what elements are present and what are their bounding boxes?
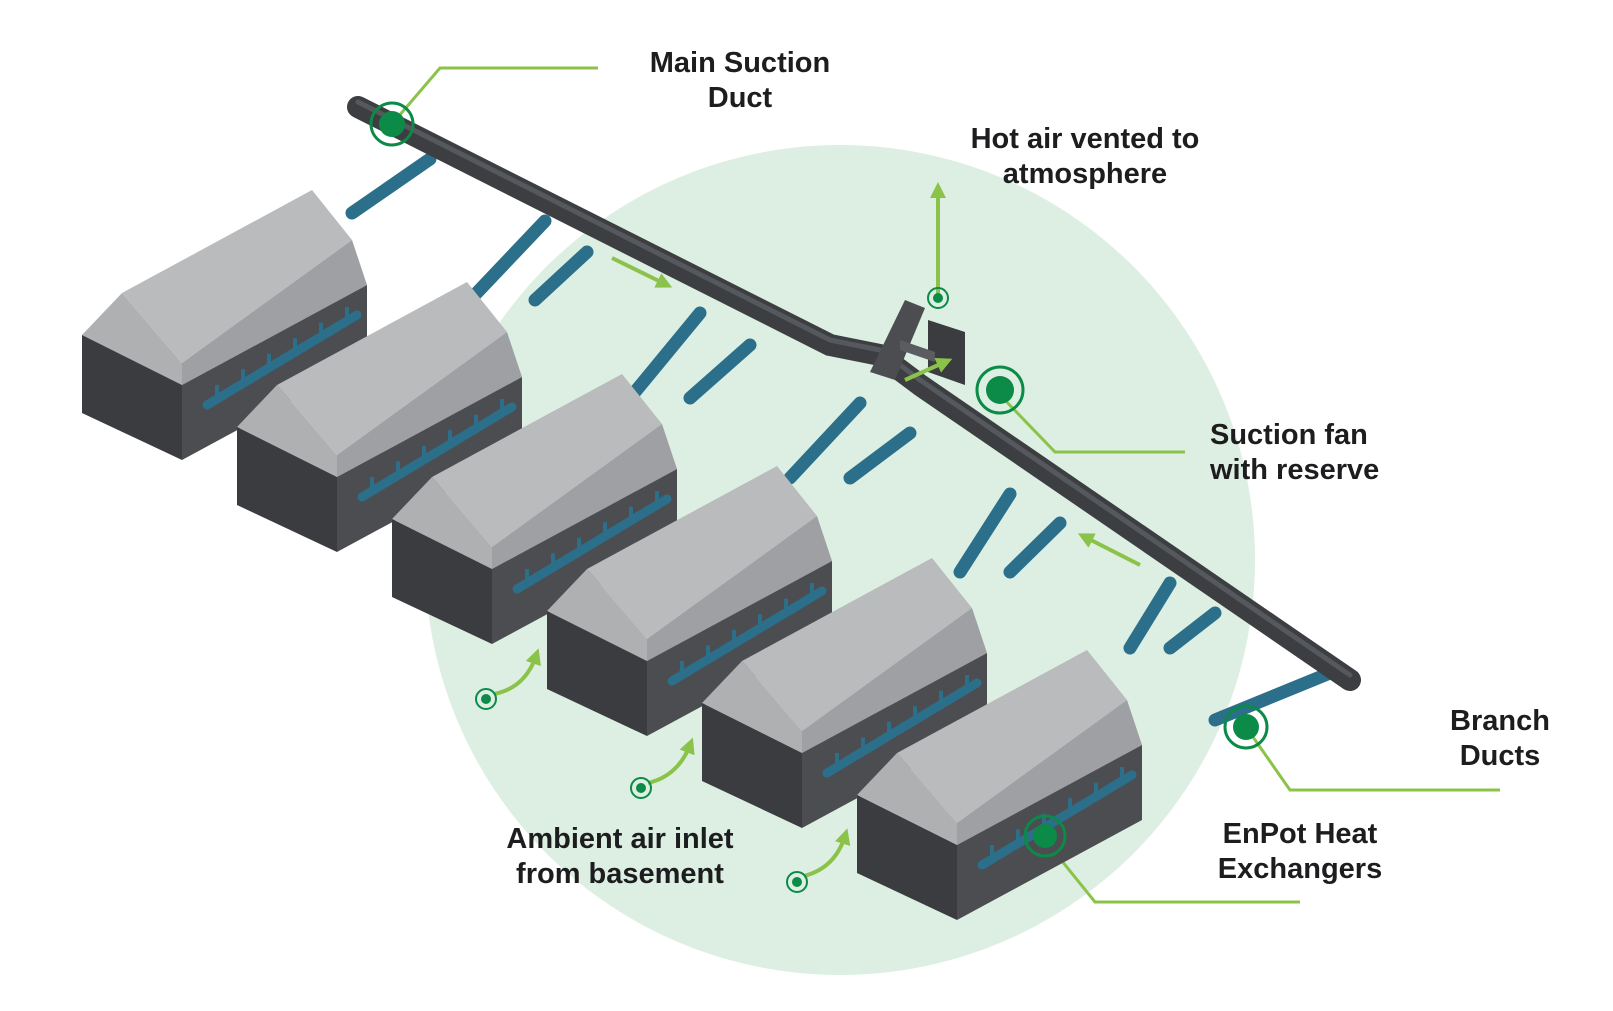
housing-gable bbox=[392, 477, 492, 569]
label-line: Ambient air inlet bbox=[506, 823, 734, 855]
label-line: Main Suction bbox=[649, 47, 831, 79]
heat-exchanger-pipe bbox=[512, 494, 672, 594]
heat-exchanger-pipe bbox=[822, 678, 982, 778]
suction-fan-label: Suction fan with reserve bbox=[1210, 418, 1440, 488]
curved-inlet-arrow-icon bbox=[647, 737, 695, 785]
label-line: atmosphere bbox=[1002, 158, 1168, 190]
label-line: Hot air vented to bbox=[970, 123, 1200, 155]
enpot-housing bbox=[392, 374, 677, 644]
housing-front bbox=[857, 795, 957, 920]
enpot-housing bbox=[547, 466, 832, 736]
branch-duct bbox=[623, 306, 707, 405]
branch-duct bbox=[528, 245, 594, 307]
target-marker-icon bbox=[927, 287, 949, 309]
target-marker-icon bbox=[1223, 704, 1269, 750]
housings bbox=[82, 190, 1142, 920]
branch-ducts bbox=[345, 152, 1337, 727]
curved-inlet-arrow-icon bbox=[493, 648, 541, 696]
housing-gable bbox=[857, 753, 957, 845]
callout-lines bbox=[390, 66, 1500, 904]
suction-fan-callout-line bbox=[998, 393, 1185, 454]
heat-exchanger-pipe bbox=[357, 402, 517, 502]
housing-gable bbox=[237, 385, 337, 477]
housing-gable bbox=[702, 661, 802, 753]
housing-roof bbox=[742, 558, 972, 731]
housing-front bbox=[237, 427, 337, 552]
housing-gable bbox=[547, 569, 647, 661]
housing-roof bbox=[432, 374, 662, 547]
ambient-air-label: Ambient air inlet from basement bbox=[470, 822, 770, 892]
curved-inlet-arrow-icon bbox=[803, 828, 851, 878]
housing-front bbox=[702, 703, 802, 828]
branch-duct bbox=[953, 487, 1017, 579]
main-suction-duct-label: Main Suction Duct bbox=[620, 46, 860, 116]
target-marker-icon bbox=[630, 777, 652, 799]
target-marker-icon bbox=[975, 365, 1025, 415]
flow-arrow-icon bbox=[1077, 533, 1141, 567]
housing-front bbox=[547, 611, 647, 736]
target-marker-icon bbox=[786, 871, 808, 893]
housing-roof bbox=[587, 466, 817, 639]
housing-roof-side bbox=[182, 240, 367, 385]
branch-duct bbox=[683, 338, 757, 405]
label-line: EnPot Heat bbox=[1222, 818, 1378, 850]
branch-duct bbox=[1208, 666, 1337, 727]
target-marker-icon bbox=[1023, 814, 1067, 858]
housing-roof-side bbox=[492, 424, 677, 569]
enpot-housing bbox=[237, 282, 522, 552]
housing-gable bbox=[82, 293, 182, 385]
housing-roof bbox=[897, 650, 1127, 823]
label-line: Branch bbox=[1450, 705, 1550, 737]
branch-duct bbox=[783, 396, 867, 485]
branch-duct bbox=[843, 426, 917, 485]
enpot-label: EnPot Heat Exchangers bbox=[1185, 817, 1415, 887]
main-duct-callout-line bbox=[390, 66, 598, 125]
enpot-housing bbox=[82, 190, 367, 460]
housing-roof-side bbox=[647, 516, 832, 661]
housing-roof-side bbox=[337, 332, 522, 477]
flow-arrow-icon bbox=[611, 256, 673, 288]
branch-duct bbox=[345, 152, 437, 220]
label-line: Ducts bbox=[1459, 740, 1541, 772]
target-marker-icon bbox=[369, 101, 415, 147]
branch-ducts-callout-line bbox=[1244, 726, 1500, 792]
label-line: Exchangers bbox=[1217, 853, 1383, 885]
branch-duct bbox=[463, 214, 552, 307]
housing-front bbox=[392, 519, 492, 644]
housing-front bbox=[82, 335, 182, 460]
housing-roof bbox=[122, 190, 352, 363]
housing-roof-side bbox=[957, 700, 1142, 845]
housing-roof-side bbox=[802, 608, 987, 753]
label-line: from basement bbox=[516, 858, 724, 890]
flow-arrows bbox=[611, 256, 1141, 567]
heat-exchanger-pipe bbox=[667, 586, 827, 686]
suction-fan-unit bbox=[870, 300, 965, 385]
branch-duct bbox=[1123, 576, 1177, 655]
branch-ducts-label: Branch Ducts bbox=[1420, 704, 1580, 774]
branch-duct bbox=[1163, 606, 1222, 655]
markers bbox=[369, 101, 1269, 893]
branch-duct bbox=[1003, 516, 1067, 579]
housing-roof bbox=[277, 282, 507, 455]
heat-exchanger-pipe bbox=[202, 310, 362, 410]
label-line: Duct bbox=[707, 82, 773, 114]
label-line: with reserve bbox=[1210, 454, 1380, 486]
hot-air-label: Hot air vented to atmosphere bbox=[935, 122, 1235, 192]
inlet-arrows bbox=[493, 648, 851, 878]
enpot-housing bbox=[702, 558, 987, 828]
label-line: Suction fan bbox=[1210, 419, 1368, 451]
target-marker-icon bbox=[475, 688, 497, 710]
